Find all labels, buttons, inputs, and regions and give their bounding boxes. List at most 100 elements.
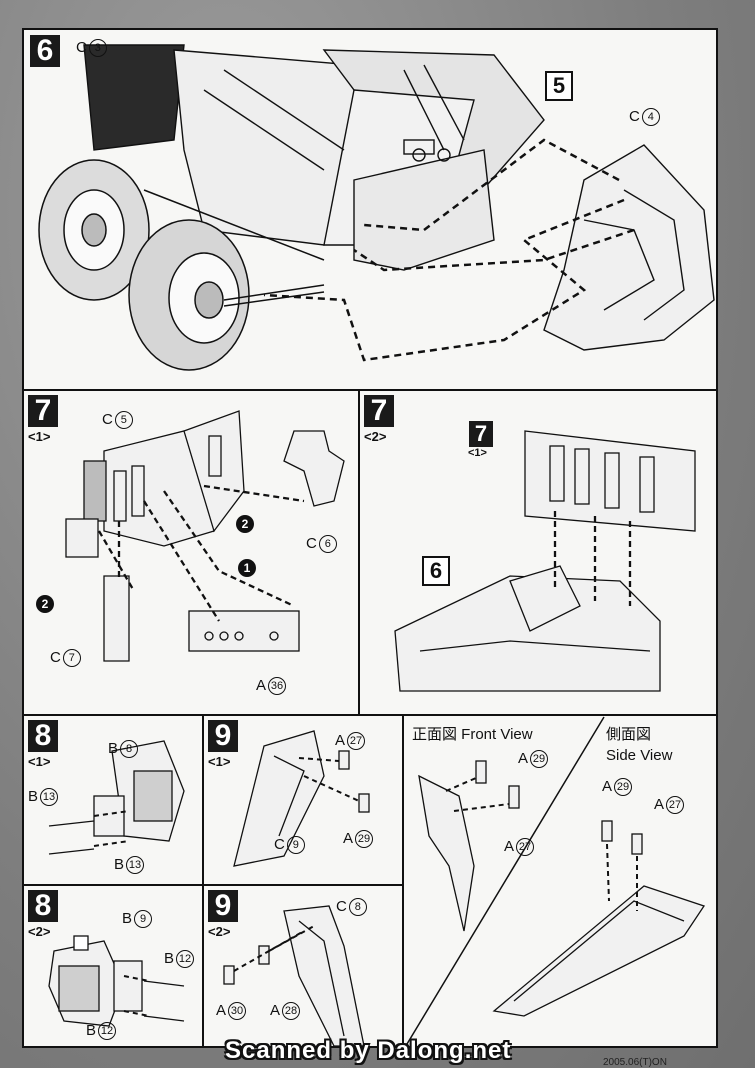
step7-2-illustration bbox=[394, 430, 696, 692]
part-number: 29 bbox=[355, 830, 374, 849]
step6-illustration bbox=[38, 44, 715, 371]
step8-1-number: 8 bbox=[28, 720, 58, 752]
part-letter: C bbox=[336, 898, 347, 915]
scan-watermark: Scanned by Dalong.net bbox=[225, 1037, 512, 1064]
part-letter: B bbox=[122, 910, 133, 927]
part-number: 9 bbox=[286, 836, 305, 855]
part-letter: A bbox=[343, 830, 354, 847]
marker-2-right: 2 bbox=[236, 515, 254, 533]
side-view-title-en: Side View bbox=[606, 747, 673, 764]
part-number: 30 bbox=[228, 1002, 247, 1021]
part-number: 29 bbox=[530, 750, 549, 769]
step7-1-number: 7 bbox=[28, 395, 58, 427]
part-number: 4 bbox=[641, 108, 660, 127]
part-number: 12 bbox=[176, 950, 195, 969]
part-letter: A bbox=[256, 677, 267, 694]
marker-2-left: 2 bbox=[36, 595, 54, 613]
part-letter: A bbox=[518, 750, 529, 767]
part-number: 13 bbox=[40, 788, 59, 807]
step7-2-ref-sub: <1> bbox=[468, 447, 487, 459]
step9-2-number: 9 bbox=[208, 890, 238, 922]
part-letter: A bbox=[602, 778, 613, 795]
part-letter: A bbox=[335, 732, 346, 749]
step7-1-illustration bbox=[65, 410, 345, 662]
part-letter: B bbox=[108, 740, 119, 757]
part-number: 36 bbox=[268, 677, 287, 696]
step7-2-panel: 7 <2> 7 <1> 6 bbox=[358, 389, 718, 717]
part-number: 27 bbox=[516, 838, 535, 857]
marker-1: 1 bbox=[238, 559, 256, 577]
part-number: 3 bbox=[88, 39, 107, 58]
part-letter: A bbox=[270, 1002, 281, 1019]
step9-1-illustration bbox=[233, 730, 370, 867]
step9-1-number: 9 bbox=[208, 720, 238, 752]
part-letter: A bbox=[216, 1002, 227, 1019]
part-letter: C bbox=[50, 649, 61, 666]
side-view-title-jp: 側面図 bbox=[606, 726, 652, 743]
step8-1-illustration bbox=[48, 740, 185, 855]
part-number: 12 bbox=[98, 1022, 117, 1041]
part-letter: C bbox=[306, 535, 317, 552]
part-letter: B bbox=[86, 1022, 97, 1039]
part-number: 5 bbox=[114, 411, 133, 430]
step7-2-ref-assembly: 6 bbox=[422, 556, 450, 586]
part-letter: C bbox=[102, 411, 113, 428]
part-letter: A bbox=[654, 796, 665, 813]
part-number: 13 bbox=[126, 856, 145, 875]
part-letter: B bbox=[114, 856, 125, 873]
part-number: 9 bbox=[134, 910, 153, 929]
step9-2-sub: <2> bbox=[208, 924, 231, 939]
part-letter: C bbox=[274, 836, 285, 853]
part-letter: B bbox=[164, 950, 175, 967]
step7-2-ref-step: 7 bbox=[469, 421, 493, 447]
step7-2-sub: <2> bbox=[364, 429, 387, 444]
part-letter: A bbox=[504, 838, 515, 855]
step8-2-illustration bbox=[48, 935, 185, 1027]
part-number: 27 bbox=[666, 796, 685, 815]
part-number: 7 bbox=[62, 649, 81, 668]
part-number: 29 bbox=[614, 778, 633, 797]
step9-2-illustration bbox=[223, 905, 365, 1046]
step6-number: 6 bbox=[30, 35, 60, 67]
part-number: 8 bbox=[348, 898, 367, 917]
front-view-title: 正面図 Front View bbox=[412, 726, 533, 743]
part-letter: C bbox=[629, 108, 640, 125]
step7-1-sub: <1> bbox=[28, 429, 51, 444]
date-code: 2005.06(T)ON bbox=[603, 1057, 667, 1068]
part-number: 6 bbox=[318, 535, 337, 554]
views-illustration bbox=[404, 716, 706, 1046]
part-number: 28 bbox=[282, 1002, 301, 1021]
part-letter: C bbox=[76, 39, 87, 56]
step8-2-sub: <2> bbox=[28, 924, 51, 939]
step7-2-number: 7 bbox=[364, 395, 394, 427]
step9-1-sub: <1> bbox=[208, 754, 231, 769]
